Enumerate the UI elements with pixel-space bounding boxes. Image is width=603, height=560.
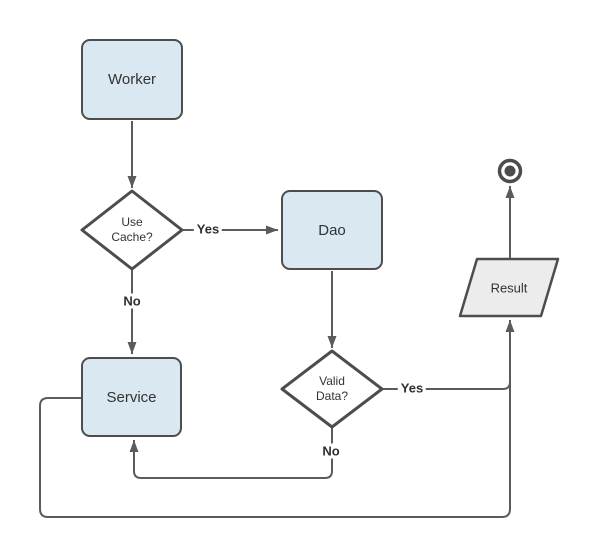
node-dao-label: Dao <box>318 221 346 239</box>
node-result-label: Result <box>490 280 528 296</box>
edge-label-use-cache-no: No <box>120 293 144 309</box>
node-result-shape <box>458 257 560 318</box>
connector-service-loop-to-result <box>39 378 511 518</box>
node-worker-label: Worker <box>107 71 157 88</box>
node-service-label: Service <box>106 388 157 406</box>
end-state-icon <box>497 158 523 184</box>
decision-use-cache-shape <box>80 189 184 271</box>
node-service: Service <box>81 357 182 437</box>
node-worker: Worker <box>81 39 183 120</box>
edge-label-valid-data-yes: Yes <box>397 380 427 396</box>
decision-valid-data-label: Valid Data? <box>315 374 349 403</box>
connector-valid-data-no-to-service <box>129 428 333 479</box>
node-dao: Dao <box>281 190 383 270</box>
edge-label-valid-data-no: No <box>319 443 343 459</box>
decision-valid-data-shape <box>280 349 384 429</box>
edge-label-use-cache-yes: Yes <box>193 221 223 237</box>
decision-use-cache-label: Use Cache? <box>111 215 153 244</box>
connector-valid-data-yes-to-result <box>383 320 515 390</box>
